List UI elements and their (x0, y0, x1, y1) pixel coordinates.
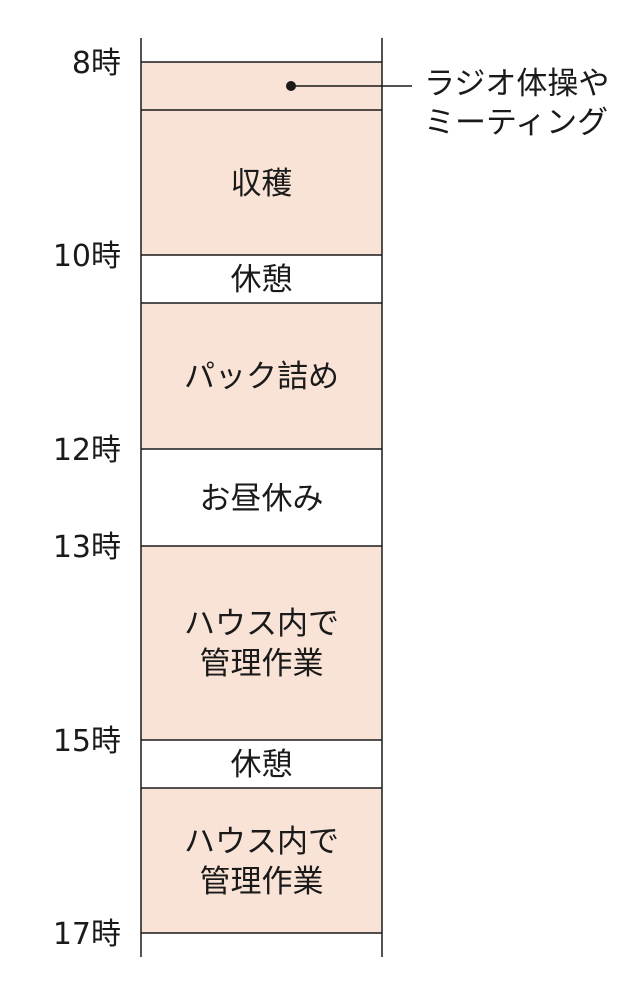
block-label-lunch-break: お昼休み (200, 481, 324, 517)
divider-lines (141, 61, 382, 934)
callout-label-line-1: ラジオ体操や (424, 66, 609, 102)
hour-label-15: 15時 (53, 724, 121, 759)
block-label-packing: パック詰め (184, 359, 339, 395)
block-greenhouse-work-2 (141, 788, 382, 933)
hour-label-10: 10時 (53, 239, 121, 274)
callout-label-line-2: ミーティング (424, 105, 608, 141)
hour-labels: 8時 10時 12時 13時 15時 17時 (53, 46, 121, 952)
block-label-harvest: 収穫 (231, 166, 293, 202)
block-greenhouse-work-1 (141, 546, 382, 740)
block-harvest (141, 110, 382, 255)
block-labels: 収穫 休憩 パック詰め お昼休み ハウス内で 管理作業 休憩 ハウス内で 管理作… (184, 166, 339, 900)
block-label-greenhouse-work-2-line-2: 管理作業 (200, 864, 324, 900)
block-lunch-break (141, 449, 382, 546)
callout: ラジオ体操や ミーティング (286, 66, 609, 141)
hour-label-13: 13時 (53, 530, 121, 565)
block-break-1 (141, 255, 382, 303)
block-label-greenhouse-work-2-line-1: ハウス内で (184, 824, 339, 860)
hour-label-17: 17時 (53, 917, 121, 952)
hour-label-12: 12時 (53, 433, 121, 468)
block-label-break-2: 休憩 (231, 747, 293, 783)
block-label-greenhouse-work-1-line-2: 管理作業 (200, 646, 324, 682)
column-borders (140, 38, 383, 957)
schedule-blocks (141, 62, 382, 933)
block-packing (141, 303, 382, 449)
block-label-break-1: 休憩 (231, 262, 293, 298)
callout-dot (286, 81, 296, 91)
hour-label-8: 8時 (72, 46, 121, 81)
block-break-2 (141, 740, 382, 788)
block-label-greenhouse-work-1-line-1: ハウス内で (184, 606, 339, 642)
